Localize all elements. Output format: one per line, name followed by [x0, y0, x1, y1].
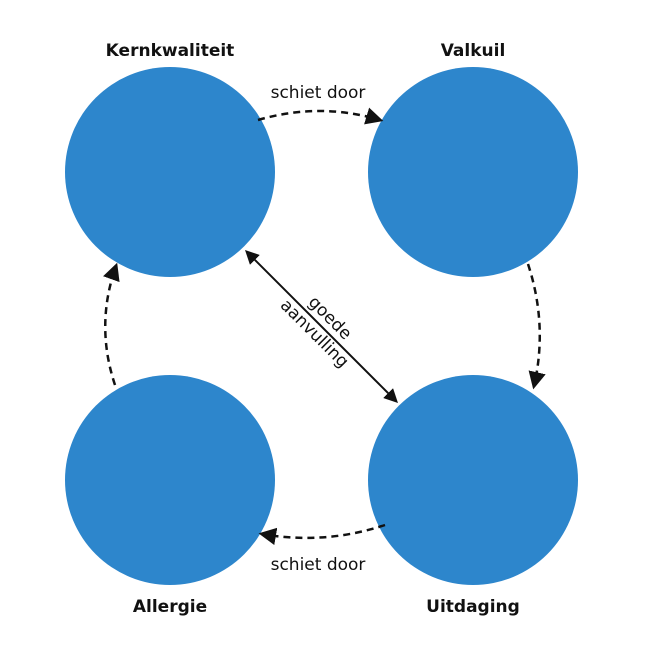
- arrow-left-dashed: [103, 262, 120, 386]
- circle-uitdaging: [368, 375, 578, 585]
- label-allergie: Allergie: [133, 597, 207, 617]
- circle-kernkwaliteit: [65, 67, 275, 277]
- label-uitdaging: Uitdaging: [426, 597, 520, 617]
- arrow-right-dashed: [526, 263, 546, 390]
- edge-label-bottom: schiet door: [271, 555, 366, 575]
- arrow-top-dashed: [257, 107, 384, 125]
- arrow-bottom-dashed: [258, 523, 386, 546]
- edge-label-top: schiet door: [271, 83, 366, 103]
- circle-valkuil: [368, 67, 578, 277]
- label-valkuil: Valkuil: [441, 41, 506, 61]
- circle-allergie: [65, 375, 275, 585]
- label-kernkwaliteit: Kernkwaliteit: [106, 41, 235, 61]
- arrow-diagonal: [245, 250, 398, 403]
